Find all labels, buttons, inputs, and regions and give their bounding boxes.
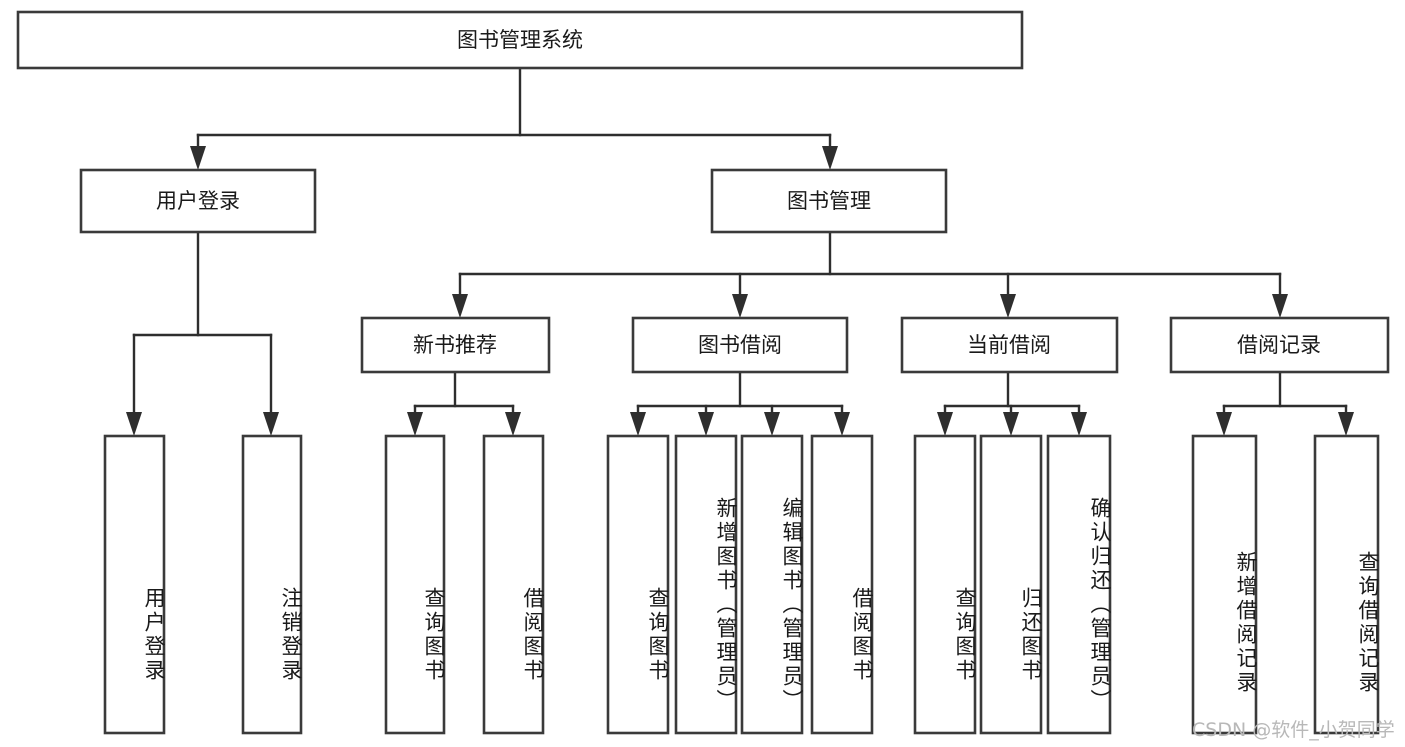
- node-new-book-rec[interactable]: 新书推荐: [360, 316, 551, 374]
- arrow-head-current-borrow: [1000, 294, 1016, 318]
- leaf-box-query-book-1[interactable]: [384, 434, 446, 735]
- leaf-label-borrow-book-1: 借阅图书: [521, 586, 545, 683]
- arrow-head-leaf-add-record: [1216, 412, 1232, 436]
- arrow-head-leaf-user-login: [126, 412, 142, 436]
- arrow-head-leaf-confirm-return: [1071, 412, 1087, 436]
- leaf-label-logout: 注销登录: [279, 586, 303, 683]
- arrow-head-leaf-logout: [263, 412, 279, 436]
- node-book-borrow[interactable]: 图书借阅: [631, 316, 849, 374]
- node-book-mgmt-box[interactable]: [710, 168, 948, 234]
- leaf-box-add-book[interactable]: [674, 434, 738, 735]
- leaf-box-query-record[interactable]: [1313, 434, 1380, 735]
- leaf-label-confirm-return: 确认归还（管理员）: [1088, 496, 1112, 713]
- leaf-box-query-book-2[interactable]: [606, 434, 670, 735]
- leaf-boxes: [103, 434, 1380, 735]
- node-root-label: 图书管理系统: [457, 28, 583, 52]
- node-book-mgmt-label: 图书管理: [787, 189, 871, 213]
- leaf-box-add-record[interactable]: [1191, 434, 1258, 735]
- node-user-login[interactable]: 用户登录: [79, 168, 317, 234]
- leaf-box-return-book[interactable]: [979, 434, 1043, 735]
- arrow-head-leaf-borrow-book-1: [505, 412, 521, 436]
- node-book-mgmt[interactable]: 图书管理: [710, 168, 948, 234]
- node-borrow-record-label: 借阅记录: [1237, 333, 1321, 357]
- leaf-box-confirm-return[interactable]: [1046, 434, 1112, 735]
- node-book-borrow-label: 图书借阅: [698, 333, 782, 357]
- leaf-label-query-record: 查询借阅记录: [1356, 550, 1380, 695]
- arrow-head-borrow-record: [1272, 294, 1288, 318]
- arrow-head-book-borrow: [732, 294, 748, 318]
- node-new-book-rec-label: 新书推荐: [413, 333, 497, 357]
- leaf-box-user-login[interactable]: [103, 434, 166, 735]
- connector-group-book-mgmt: [452, 230, 1288, 318]
- node-current-borrow-label: 当前借阅: [967, 333, 1051, 357]
- arrow-head-leaf-return-book: [1003, 412, 1019, 436]
- node-root[interactable]: 图书管理系统: [16, 10, 1024, 70]
- arrow-head-leaf-borrow-book-2: [834, 412, 850, 436]
- leaf-label-user-login: 用户登录: [142, 586, 166, 683]
- node-user-login-label: 用户登录: [156, 189, 240, 213]
- leaf-label-query-book-3: 查询图书: [953, 586, 977, 683]
- connector-group-borrow-record: [1216, 370, 1354, 436]
- node-borrow-record[interactable]: 借阅记录: [1169, 316, 1390, 374]
- arrow-head-new-book-rec: [452, 294, 468, 318]
- connector-group-current-borrow: [937, 370, 1087, 436]
- leaf-box-logout[interactable]: [241, 434, 303, 735]
- node-new-book-rec-box[interactable]: [360, 316, 551, 374]
- leaf-label-query-book-2: 查询图书: [646, 586, 670, 683]
- connector-group-root: [190, 66, 838, 170]
- leaf-label-return-book: 归还图书: [1019, 586, 1043, 683]
- node-borrow-record-box[interactable]: [1169, 316, 1390, 374]
- node-user-login-box[interactable]: [79, 168, 317, 234]
- arrow-head-leaf-add-book: [698, 412, 714, 436]
- arrow-head-leaf-query-record: [1338, 412, 1354, 436]
- leaf-label-query-book-1: 查询图书: [422, 586, 446, 683]
- arrow-head-leaf-edit-book: [764, 412, 780, 436]
- node-current-borrow[interactable]: 当前借阅: [900, 316, 1119, 374]
- arrow-head-book-mgmt: [822, 146, 838, 170]
- arrow-head-leaf-query-book-3: [937, 412, 953, 436]
- leaf-box-borrow-book-1[interactable]: [482, 434, 545, 735]
- node-current-borrow-box[interactable]: [900, 316, 1119, 374]
- arrow-head-leaf-query-book-2: [630, 412, 646, 436]
- connector-group-user-login: [126, 230, 279, 436]
- leaf-label-borrow-book-2: 借阅图书: [850, 586, 874, 683]
- leaf-box-edit-book[interactable]: [740, 434, 804, 735]
- leaf-label-add-book: 新增图书（管理员）: [714, 496, 738, 713]
- arrow-head-leaf-query-book-1: [407, 412, 423, 436]
- node-book-borrow-box[interactable]: [631, 316, 849, 374]
- leaf-box-borrow-book-2[interactable]: [810, 434, 874, 735]
- leaf-label-edit-book: 编辑图书（管理员）: [780, 496, 804, 713]
- leaf-box-query-book-3[interactable]: [913, 434, 977, 735]
- leaf-label-add-record: 新增借阅记录: [1234, 550, 1258, 695]
- arrow-head-user-login: [190, 146, 206, 170]
- node-root-box[interactable]: [16, 10, 1024, 70]
- connector-group-new-book-rec: [407, 370, 521, 436]
- connector-group-book-borrow: [630, 370, 850, 436]
- csdn-watermark: CSDN @软件_小贺同学: [1192, 719, 1395, 741]
